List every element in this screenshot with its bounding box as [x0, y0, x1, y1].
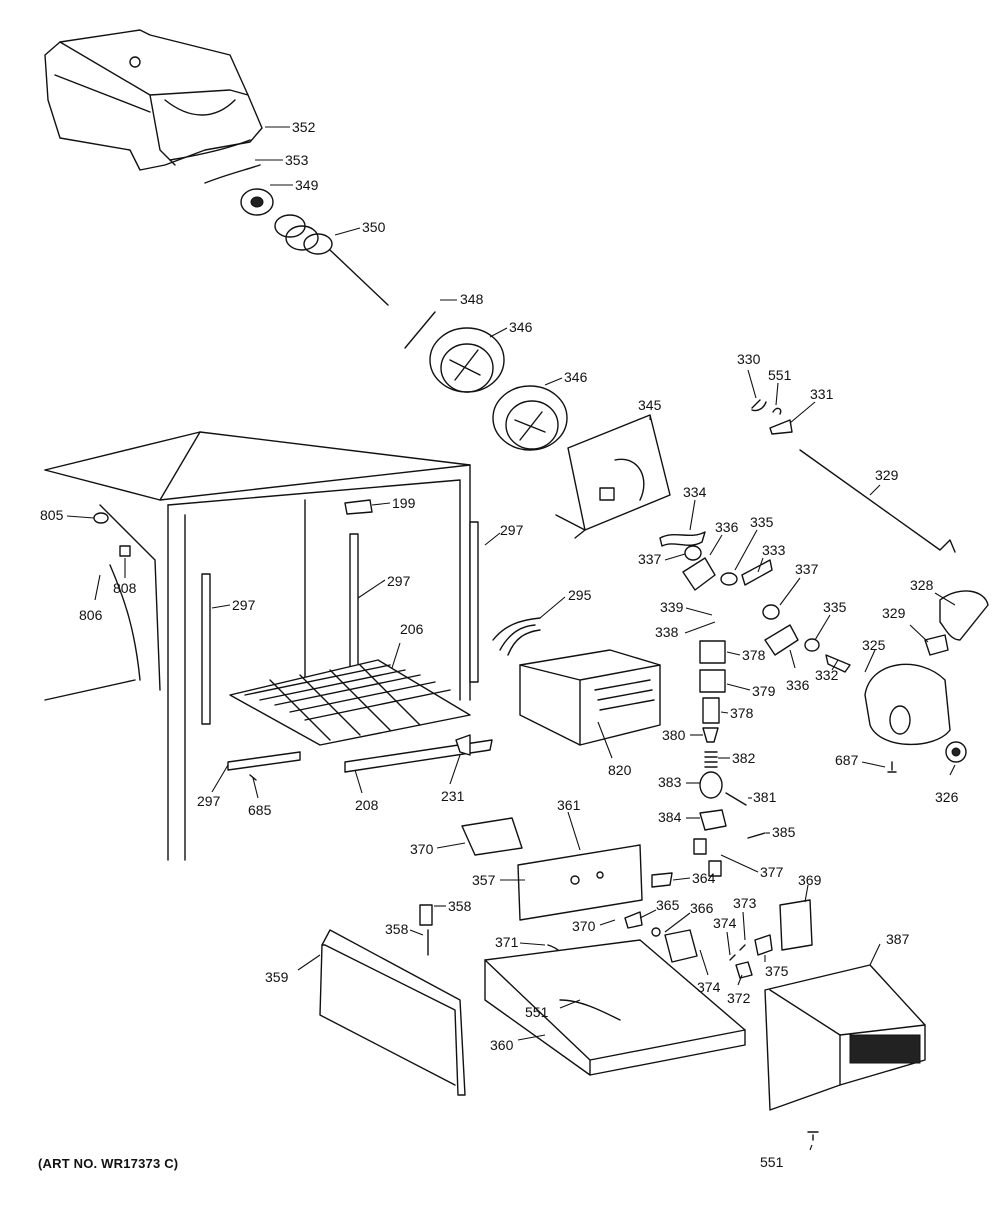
callout-378-a: 378 — [742, 647, 766, 663]
callout-820: 820 — [608, 762, 632, 778]
callout-361: 361 — [557, 797, 581, 813]
callout-383: 383 — [658, 774, 682, 790]
callout-360: 360 — [490, 1037, 514, 1053]
shelf-parts — [227, 659, 493, 781]
auger-parts — [204, 164, 389, 306]
callout-358-right: 358 — [448, 898, 472, 914]
callout-336-b: 336 — [786, 677, 810, 693]
callout-199: 199 — [392, 495, 416, 511]
callout-337-a: 337 — [638, 551, 662, 567]
callout-551-top: 551 — [768, 367, 792, 383]
callout-371: 371 — [495, 934, 519, 950]
callout-335-a: 335 — [750, 514, 774, 530]
callout-358-left: 358 — [385, 921, 409, 937]
callout-365: 365 — [656, 897, 680, 913]
callout-295: 295 — [568, 587, 592, 603]
callout-364: 364 — [692, 870, 716, 886]
callout-206: 206 — [400, 621, 424, 637]
callout-379: 379 — [752, 683, 776, 699]
callout-352: 352 — [292, 119, 316, 135]
callout-380: 380 — [662, 727, 686, 743]
ice-bucket-part — [44, 29, 263, 171]
callout-326: 326 — [935, 789, 959, 805]
callout-339: 339 — [660, 599, 684, 615]
callout-685: 685 — [248, 802, 272, 818]
callout-350: 350 — [362, 219, 386, 235]
callout-385: 385 — [772, 824, 796, 840]
callout-348: 348 — [460, 291, 484, 307]
lever-and-rod-parts — [751, 399, 956, 553]
callout-330: 330 — [737, 351, 761, 367]
callout-372: 372 — [727, 990, 751, 1006]
callout-370-right: 370 — [572, 918, 596, 934]
solenoid-stack-parts — [693, 640, 766, 877]
callout-366: 366 — [690, 900, 714, 916]
callout-335-b: 335 — [823, 599, 847, 615]
callout-381: 381 — [753, 789, 777, 805]
callout-231: 231 — [441, 788, 465, 804]
callout-374-top: 374 — [713, 915, 737, 931]
callout-349: 349 — [295, 177, 319, 193]
callout-806: 806 — [79, 607, 103, 623]
callout-331: 331 — [810, 386, 834, 402]
callout-353: 353 — [285, 152, 309, 168]
callout-328: 328 — [910, 577, 934, 593]
callout-329-bottom: 329 — [882, 605, 906, 621]
callout-332: 332 — [815, 667, 839, 683]
callout-333: 333 — [762, 542, 786, 558]
mounting-plate-part — [555, 414, 671, 539]
callout-378-b: 378 — [730, 705, 754, 721]
callout-297-right: 297 — [500, 522, 524, 538]
callout-334: 334 — [683, 484, 707, 500]
callout-374-bottom: 374 — [697, 979, 721, 995]
callout-808: 808 — [113, 580, 137, 596]
callout-373: 373 — [733, 895, 757, 911]
callout-375: 375 — [765, 963, 789, 979]
callout-325: 325 — [862, 637, 886, 653]
callout-297-center: 297 — [387, 573, 411, 589]
callout-687: 687 — [835, 752, 859, 768]
callout-336-a: 336 — [715, 519, 739, 535]
callout-337-b: 337 — [795, 561, 819, 577]
callout-329-top: 329 — [875, 467, 899, 483]
callout-370-left: 370 — [410, 841, 434, 857]
callout-551-bottom: 551 — [760, 1154, 784, 1170]
callout-377: 377 — [760, 864, 784, 880]
callout-359: 359 — [265, 969, 289, 985]
callout-551-middle: 551 — [525, 1004, 549, 1020]
crusher-drum-parts — [404, 311, 568, 451]
callouts: 352 353 349 350 348 346 346 345 330 551 … — [40, 119, 959, 1170]
linkage-parts — [659, 531, 851, 673]
callout-805: 805 — [40, 507, 64, 523]
callout-382: 382 — [732, 750, 756, 766]
refrigerator-cabinet — [44, 431, 471, 861]
callout-345: 345 — [638, 397, 662, 413]
callout-338: 338 — [655, 624, 679, 640]
callout-387: 387 — [886, 931, 910, 947]
callout-346-a: 346 — [509, 319, 533, 335]
callout-297-left: 297 — [232, 597, 256, 613]
art-number-note: (ART NO. WR17373 C) — [38, 1156, 179, 1171]
callout-384: 384 — [658, 809, 682, 825]
callout-357: 357 — [472, 872, 496, 888]
callout-208: 208 — [355, 797, 379, 813]
control-bracket-parts — [461, 817, 813, 979]
callout-369: 369 — [798, 872, 822, 888]
ice-maker-parts — [492, 617, 661, 746]
dispenser-housing-part — [764, 964, 926, 1141]
callout-297-bottom: 297 — [197, 793, 221, 809]
base-tray-part — [484, 939, 746, 1076]
motor-and-bracket-parts — [864, 590, 989, 773]
callout-346-b: 346 — [564, 369, 588, 385]
